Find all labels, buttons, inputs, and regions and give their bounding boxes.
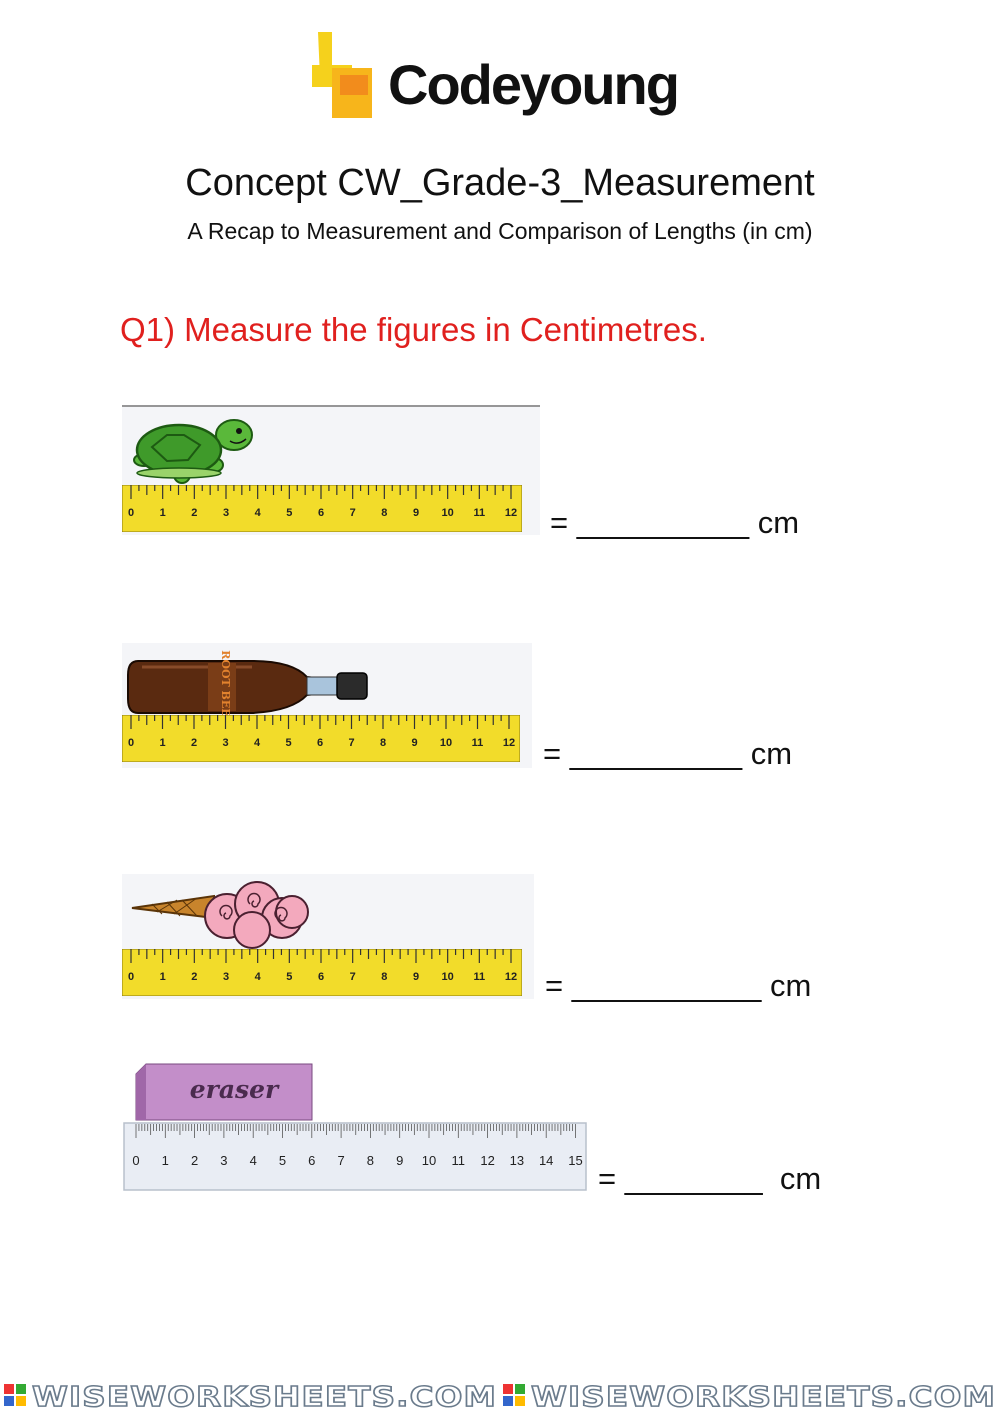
footer-watermark: WISEWORKSHEETS.COM WISEWORKSHEETS.COM bbox=[4, 1379, 996, 1413]
answer-line-1[interactable]: = __________ cm bbox=[550, 505, 800, 540]
ruler-tick-label: 9 bbox=[413, 507, 419, 519]
ruler-tick-label: 8 bbox=[381, 971, 387, 983]
ruler-tick-label: 6 bbox=[318, 971, 324, 983]
question-1: Q1) Measure the figures in Centimetres. bbox=[120, 311, 707, 348]
ruler-tick-label: 13 bbox=[510, 1153, 524, 1168]
page-subtitle: A Recap to Measurement and Comparison of… bbox=[187, 218, 813, 244]
ruler-tick-label: 8 bbox=[380, 737, 386, 749]
ruler-tick-label: 5 bbox=[286, 507, 292, 519]
ruler-tick-label: 1 bbox=[160, 507, 166, 519]
ruler-tick-label: 12 bbox=[503, 737, 515, 749]
ruler-tick-label: 0 bbox=[128, 507, 134, 519]
ruler-tick-label: 14 bbox=[539, 1153, 553, 1168]
ruler-tick-label: 1 bbox=[162, 1153, 169, 1168]
ruler-tick-label: 8 bbox=[367, 1153, 374, 1168]
ruler-tick-label: 11 bbox=[452, 1153, 466, 1168]
turtle-icon bbox=[133, 419, 253, 484]
ruler-tick-label: 4 bbox=[250, 1153, 257, 1168]
ice-cream-cone-icon bbox=[131, 881, 309, 949]
ruler-tick-label: 0 bbox=[128, 971, 134, 983]
ruler-tick-label: 15 bbox=[568, 1153, 582, 1168]
ruler-tick-label: 2 bbox=[191, 971, 197, 983]
ruler-tick-label: 4 bbox=[255, 507, 262, 519]
answer-line-4[interactable]: = ________ cm bbox=[598, 1161, 822, 1196]
worksheet-logo-icon bbox=[4, 1384, 26, 1406]
worksheet-logo-icon bbox=[503, 1384, 525, 1406]
answer-line-2[interactable]: = __________ cm bbox=[543, 736, 793, 771]
ruler-tick-label: 6 bbox=[308, 1153, 315, 1168]
eraser-label: eraser bbox=[190, 1075, 280, 1104]
ruler-tick-label: 7 bbox=[350, 507, 356, 519]
ruler-tick-label: 3 bbox=[220, 1153, 227, 1168]
codeyoung-logo-icon bbox=[312, 32, 372, 118]
ruler-tick-label: 5 bbox=[279, 1153, 286, 1168]
ruler-tick-label: 10 bbox=[422, 1153, 436, 1168]
watermark-text-1: WISEWORKSHEETS.COM bbox=[32, 1380, 497, 1413]
ruler-tick-label: 3 bbox=[223, 507, 229, 519]
ruler-tick-label: 12 bbox=[505, 971, 517, 983]
ruler-tick-label: 2 bbox=[191, 1153, 198, 1168]
ruler-tick-label: 3 bbox=[222, 737, 228, 749]
eraser-icon: eraser bbox=[135, 1063, 313, 1121]
ruler-tick-label: 0 bbox=[132, 1153, 139, 1168]
ruler-tick-label: 12 bbox=[480, 1153, 494, 1168]
bottle-label: ROOT BEER bbox=[219, 650, 232, 726]
ruler-tick-label: 5 bbox=[285, 737, 291, 749]
ruler-tick-label: 9 bbox=[413, 971, 419, 983]
ruler-tick-label: 12 bbox=[505, 507, 517, 519]
ruler-tick-label: 10 bbox=[440, 737, 452, 749]
ruler-tick-label: 11 bbox=[474, 507, 486, 519]
ruler-tick-label: 11 bbox=[474, 971, 486, 983]
ruler-tick-label: 10 bbox=[442, 507, 454, 519]
ruler-tick-label: 0 bbox=[128, 737, 134, 749]
eraser-figure: eraser bbox=[135, 1063, 313, 1121]
ruler-tick-label: 9 bbox=[411, 737, 417, 749]
answer-line-3[interactable]: = ___________ cm bbox=[545, 968, 812, 1003]
ruler-tick-label: 7 bbox=[350, 971, 356, 983]
page-title: Concept CW_Grade-3_Measurement bbox=[185, 162, 815, 204]
ruler-tick-label: 2 bbox=[191, 737, 197, 749]
brand-name: Codeyoung bbox=[388, 53, 680, 116]
ruler-tick-label: 2 bbox=[191, 507, 197, 519]
ruler-tick-label: 1 bbox=[160, 971, 166, 983]
ruler-tick-label: 8 bbox=[381, 507, 387, 519]
ruler-tick-label: 11 bbox=[472, 737, 484, 749]
ruler-tick-label: 7 bbox=[337, 1153, 344, 1168]
bottle-icon: ROOT BEER bbox=[127, 650, 368, 727]
ruler-tick-label: 9 bbox=[396, 1153, 403, 1168]
ruler-tick-label: 3 bbox=[223, 971, 229, 983]
ruler-tick-label: 7 bbox=[348, 737, 354, 749]
ruler-tick-label: 6 bbox=[317, 737, 323, 749]
ruler-tick-label: 1 bbox=[159, 737, 165, 749]
ruler-tick-label: 5 bbox=[286, 971, 292, 983]
ruler-tick-label: 4 bbox=[255, 971, 262, 983]
ruler-tick-label: 10 bbox=[442, 971, 454, 983]
ruler-tick-label: 6 bbox=[318, 507, 324, 519]
watermark-text-2: WISEWORKSHEETS.COM bbox=[531, 1380, 996, 1413]
ruler-tick-label: 4 bbox=[254, 737, 261, 749]
